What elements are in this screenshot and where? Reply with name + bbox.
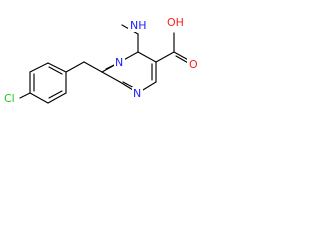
bond <box>83 61 103 73</box>
hydroxyl-label: OH <box>167 16 184 29</box>
bond <box>29 92 49 104</box>
bond <box>101 71 121 83</box>
bond <box>155 51 175 63</box>
ring-nitrogen-label: N <box>133 87 141 100</box>
chemical-structure: OH O NH N N Cl <box>0 0 244 120</box>
bond <box>29 62 49 73</box>
carbonyl-oxygen-label: O <box>189 58 198 71</box>
structure-svg: OH O NH N N Cl <box>2 15 199 105</box>
bond <box>48 66 63 75</box>
atom-labels: OH O NH N N Cl <box>2 15 199 105</box>
bond <box>137 51 157 63</box>
bond <box>47 92 67 104</box>
ring-nitrogen-label: N <box>115 56 123 69</box>
bonds <box>19 24 193 104</box>
amine-nh-label: NH <box>130 19 147 32</box>
bond <box>65 61 85 73</box>
bond <box>48 90 63 99</box>
bond <box>19 92 31 99</box>
bond <box>47 62 67 73</box>
chlorine-label: Cl <box>4 92 15 105</box>
